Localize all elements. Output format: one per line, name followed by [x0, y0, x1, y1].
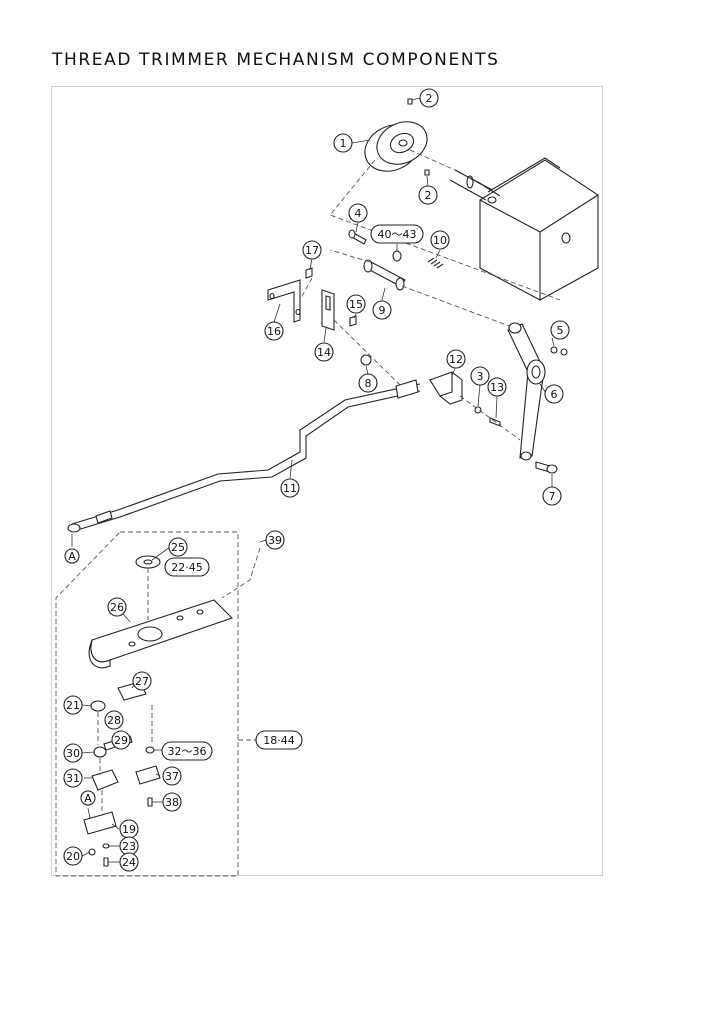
ref-a-top: A [64, 548, 80, 564]
svg-text:38: 38 [165, 796, 179, 809]
svg-text:30: 30 [66, 747, 80, 760]
lever-part [507, 322, 568, 474]
callout-17: 17 [302, 240, 322, 260]
svg-text:29: 29 [114, 734, 128, 747]
stepper-motor [449, 157, 599, 301]
assembly-dashed-box [55, 531, 239, 877]
lower-linkage-parts [83, 681, 161, 867]
callout-8: 8 [358, 373, 378, 393]
callout-4: 4 [348, 203, 368, 223]
callout-2-top: 2 [419, 88, 439, 108]
svg-text:4: 4 [355, 207, 362, 220]
svg-text:7: 7 [549, 490, 556, 503]
svg-text:24: 24 [122, 856, 136, 869]
svg-text:13: 13 [490, 381, 504, 394]
svg-text:16: 16 [267, 325, 281, 338]
callout-30: 30 [63, 743, 83, 763]
svg-text:25: 25 [171, 541, 185, 554]
callout-15: 15 [346, 294, 366, 314]
svg-text:18·44: 18·44 [263, 734, 295, 747]
callout-13: 13 [487, 377, 507, 397]
callout-31: 31 [63, 768, 83, 788]
callout-14: 14 [314, 342, 334, 362]
link-block-part [360, 354, 501, 427]
callout-3: 3 [470, 366, 490, 386]
callout-26: 26 [107, 597, 127, 617]
callout-27: 27 [132, 671, 152, 691]
callout-24: 24 [119, 852, 139, 872]
callout-12: 12 [446, 349, 466, 369]
svg-text:11: 11 [283, 482, 297, 495]
callout-6: 6 [544, 384, 564, 404]
callout-23: 23 [119, 836, 139, 856]
callout-29: 29 [111, 730, 131, 750]
svg-text:10: 10 [433, 234, 447, 247]
callout-18-44: 18·44 [255, 730, 303, 750]
callout-28: 28 [104, 710, 124, 730]
svg-text:5: 5 [557, 324, 564, 337]
callout-38: 38 [162, 792, 182, 812]
svg-text:40～43: 40～43 [378, 228, 417, 241]
svg-text:32～36: 32～36 [168, 745, 207, 758]
svg-text:37: 37 [165, 770, 179, 783]
svg-text:22·45: 22·45 [171, 561, 203, 574]
trimmer-rod [67, 379, 421, 533]
feed-plate-part [88, 555, 234, 669]
callout-10: 10 [430, 230, 450, 250]
svg-text:27: 27 [135, 675, 149, 688]
svg-text:2: 2 [425, 189, 432, 202]
callout-22-45: 22·45 [164, 557, 210, 577]
svg-text:14: 14 [317, 346, 331, 359]
svg-text:31: 31 [66, 772, 80, 785]
callout-32-36: 32～36 [161, 741, 213, 761]
svg-text:26: 26 [110, 601, 124, 614]
bracket-parts [267, 267, 357, 331]
svg-text:17: 17 [305, 244, 319, 257]
callout-20: 20 [63, 846, 83, 866]
svg-text:23: 23 [122, 840, 136, 853]
svg-text:15: 15 [349, 298, 363, 311]
svg-text:19: 19 [122, 823, 136, 836]
svg-text:20: 20 [66, 850, 80, 863]
svg-text:2: 2 [426, 92, 433, 105]
callout-11: 11 [280, 478, 300, 498]
callout-7: 7 [542, 486, 562, 506]
page-title: THREAD TRIMMER MECHANISM COMPONENTS [52, 50, 500, 70]
callout-39: 39 [265, 530, 285, 550]
callout-16: 16 [264, 321, 284, 341]
svg-text:21: 21 [66, 699, 80, 712]
svg-text:9: 9 [379, 304, 386, 317]
ref-a-bottom: A [80, 790, 96, 806]
callout-25: 25 [168, 537, 188, 557]
callout-5: 5 [550, 320, 570, 340]
callout-19: 19 [119, 819, 139, 839]
callout-1: 1 [333, 133, 353, 153]
svg-text:8: 8 [365, 377, 372, 390]
diagram-frame [51, 86, 603, 876]
svg-text:12: 12 [449, 353, 463, 366]
callout-9: 9 [372, 300, 392, 320]
callout-37: 37 [162, 766, 182, 786]
svg-text:A: A [84, 792, 92, 805]
svg-text:A: A [68, 550, 76, 563]
svg-text:6: 6 [551, 388, 558, 401]
svg-text:39: 39 [268, 534, 282, 547]
svg-text:28: 28 [107, 714, 121, 727]
svg-text:3: 3 [477, 370, 484, 383]
callout-40-43: 40～43 [370, 224, 424, 244]
svg-text:1: 1 [340, 137, 347, 150]
cam-part [364, 98, 430, 176]
callout-2-bottom: 2 [418, 185, 438, 205]
shaft-part [348, 229, 444, 291]
callout-21: 21 [63, 695, 83, 715]
